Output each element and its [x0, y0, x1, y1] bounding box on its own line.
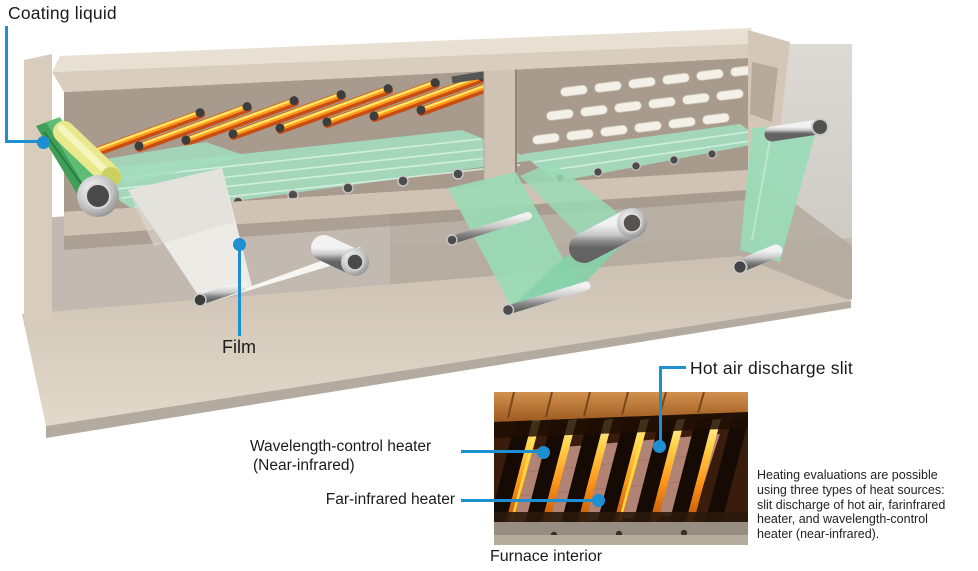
coating-station — [36, 117, 246, 217]
exit-film-web — [740, 124, 818, 262]
hot-air-leader-line-v — [659, 366, 662, 443]
far-infrared-leader-dot — [592, 494, 605, 507]
wavelength-heater-leader-dot — [537, 446, 550, 459]
far-infrared-heater-label: Far-infrared heater — [325, 491, 455, 508]
film-leader-line — [238, 249, 241, 336]
furnace-interior-photo — [494, 392, 748, 545]
mid-rollers — [446, 208, 647, 317]
exit-rollers — [732, 118, 829, 275]
far-infrared-leader-line — [461, 499, 594, 502]
coating-liquid-leader-dot — [37, 136, 50, 149]
film-label: Film — [222, 337, 256, 357]
wavelength-heater-leader-line — [461, 450, 539, 453]
feed-roller — [77, 175, 119, 217]
wavelength-heater-label-line1: Wavelength-control heater — [250, 438, 432, 455]
hot-air-discharge-slit-label: Hot air discharge slit — [690, 358, 853, 378]
film-leader-dot — [233, 238, 246, 251]
film-rollers — [193, 235, 369, 307]
coating-liquid-leader-line — [5, 26, 8, 140]
wavelength-heater-label: Wavelength-control heater (Near-infrared… — [250, 438, 431, 475]
hot-air-leader-dot — [653, 440, 666, 453]
heating-note: Heating evaluations are possible using t… — [757, 468, 946, 541]
coating-liquid-leader-line-h — [5, 140, 38, 143]
hot-air-leader-line-h — [659, 366, 686, 369]
coating-liquid-label: Coating liquid — [8, 3, 117, 23]
wavelength-heater-label-line2: (Near-infrared) — [253, 456, 355, 474]
machine-base — [22, 256, 851, 438]
furnace-interior-caption: Furnace interior — [490, 548, 603, 565]
